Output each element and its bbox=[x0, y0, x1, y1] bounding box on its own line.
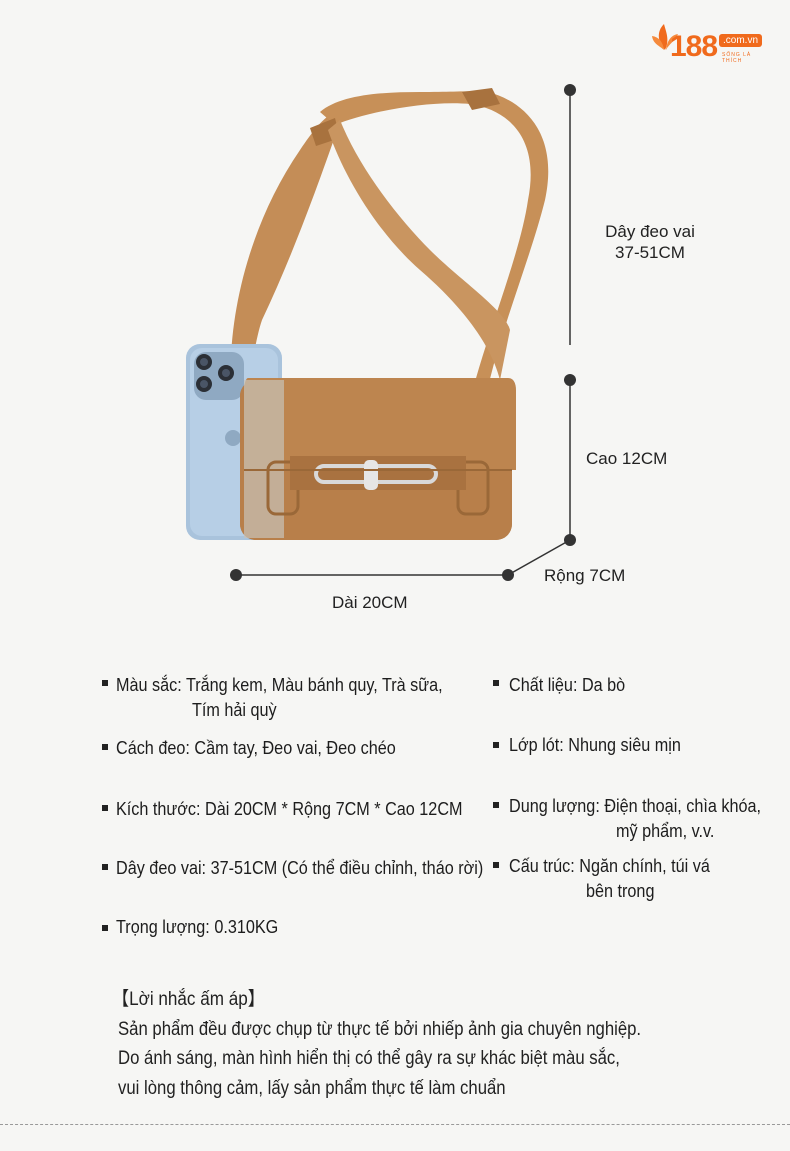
spec-key: Chất liệu: bbox=[509, 675, 578, 695]
spec-lining: Lớp lót: Nhung siêu mịn bbox=[509, 733, 681, 757]
brand-tagline: SỐNG LÀ THÍCH bbox=[722, 52, 752, 64]
bag-image bbox=[240, 378, 516, 540]
dimension-lines bbox=[230, 84, 576, 581]
spec-key: Dây đeo vai: bbox=[116, 858, 207, 878]
spec-key: Dung lượng: bbox=[509, 796, 600, 816]
spec-value: Da bò bbox=[581, 675, 626, 695]
bullet bbox=[102, 864, 108, 870]
product-illustration bbox=[186, 84, 576, 581]
spec-key: Cách đeo: bbox=[116, 738, 190, 758]
bullet bbox=[102, 744, 108, 750]
note-line-2: Do ánh sáng, màn hình hiển thị có thể gâ… bbox=[118, 1048, 620, 1069]
strap-label-line2: 37-51CM bbox=[615, 243, 685, 262]
brand-logo: 188 .com.vn SỐNG LÀ THÍCH bbox=[650, 22, 770, 68]
spec-key: Cấu trúc: bbox=[509, 856, 575, 876]
note-title: 【Lời nhắc ấm áp】 bbox=[112, 989, 265, 1010]
spec-key: Kích thước: bbox=[116, 799, 201, 819]
spec-key: Màu sắc: bbox=[116, 675, 182, 695]
shoulder-strap bbox=[230, 88, 549, 400]
spec-weight: Trọng lượng: 0.310KG bbox=[116, 915, 278, 939]
spec-value: Nhung siêu mịn bbox=[568, 735, 681, 755]
spec-strap: Dây đeo vai: 37-51CM (Có thể điều chỉnh,… bbox=[116, 856, 483, 880]
spec-value: Dài 20CM * Rộng 7CM * Cao 12CM bbox=[205, 799, 463, 819]
leaf-icon bbox=[652, 24, 678, 50]
spec-structure: Cấu trúc: Ngăn chính, túi vá bbox=[509, 854, 710, 878]
spec-key: Trọng lượng: bbox=[116, 917, 210, 937]
spec-value: Cầm tay, Đeo vai, Đeo chéo bbox=[194, 738, 396, 758]
bullet bbox=[102, 925, 108, 931]
spec-capacity: Dung lượng: Điện thoại, chìa khóa, bbox=[509, 794, 761, 818]
spec-carry: Cách đeo: Cầm tay, Đeo vai, Đeo chéo bbox=[116, 736, 396, 760]
divider bbox=[0, 1124, 790, 1125]
bullet bbox=[493, 680, 499, 686]
spec-color-cont: Tím hải quỳ bbox=[192, 700, 277, 720]
bullet bbox=[493, 862, 499, 868]
brand-domain: .com.vn bbox=[719, 34, 763, 47]
spec-value: 37-51CM (Có thể điều chỉnh, tháo rời) bbox=[210, 858, 484, 878]
bullet bbox=[493, 742, 499, 748]
strap-length-label: Dây đeo vai 37-51CM bbox=[590, 221, 710, 263]
spec-material: Chất liệu: Da bò bbox=[509, 673, 625, 697]
spec-value: Trắng kem, Màu bánh quy, Trà sữa, bbox=[185, 675, 443, 695]
height-label: Cao 12CM bbox=[586, 449, 668, 468]
spec-value: Điện thoại, chìa khóa, bbox=[604, 796, 762, 816]
bullet bbox=[102, 680, 108, 686]
spec-size: Kích thước: Dài 20CM * Rộng 7CM * Cao 12… bbox=[116, 797, 463, 821]
spec-structure-cont: bên trong bbox=[586, 881, 655, 901]
spec-value: 0.310KG bbox=[214, 917, 279, 937]
note-line-3: vui lòng thông cảm, lấy sản phẩm thực tế… bbox=[118, 1078, 506, 1099]
spec-value: Ngăn chính, túi vá bbox=[579, 856, 710, 876]
spec-color: Màu sắc: Trắng kem, Màu bánh quy, Trà sữ… bbox=[116, 673, 443, 697]
brand-number: 188 bbox=[670, 30, 718, 63]
length-label: Dài 20CM bbox=[332, 593, 408, 612]
depth-label: Rộng 7CM bbox=[544, 566, 626, 585]
strap-label-line1: Dây đeo vai bbox=[605, 222, 695, 241]
bullet bbox=[102, 805, 108, 811]
note-line-1: Sản phẩm đều được chụp từ thực tế bởi nh… bbox=[118, 1019, 642, 1040]
spec-key: Lớp lót: bbox=[509, 735, 564, 755]
spec-capacity-cont: mỹ phẩm, v.v. bbox=[616, 821, 715, 841]
bullet bbox=[493, 802, 499, 808]
